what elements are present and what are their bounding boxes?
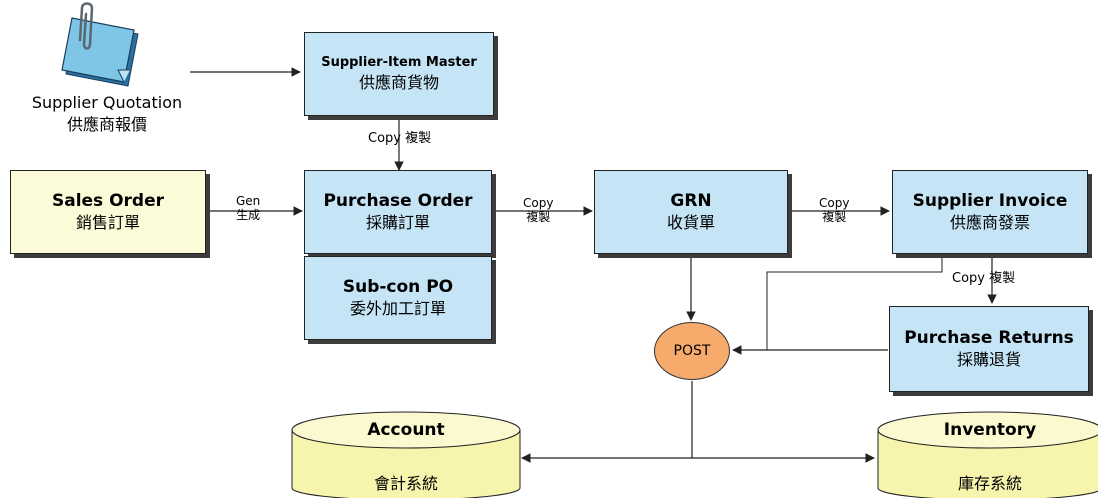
- paperclip-icon: [78, 2, 94, 50]
- purchase-order-en: Purchase Order: [323, 191, 473, 211]
- line-invoice-to-post: [766, 254, 943, 350]
- inventory-database: [877, 411, 1098, 498]
- copy-label-grn: Copy 複製: [819, 196, 850, 224]
- grn-en: GRN: [670, 191, 712, 211]
- sales-order-en: Sales Order: [51, 191, 165, 211]
- quotation-document-icon: [61, 17, 139, 87]
- inventory-zh: 庫存系統: [957, 474, 1022, 493]
- supplier-invoice-zh: 供應商發票: [949, 213, 1030, 232]
- sales-order-box[interactable]: Sales Order 銷售訂單: [10, 170, 206, 254]
- supplier-item-master-zh: 供應商貨物: [358, 73, 439, 92]
- account-title: Account: [367, 420, 445, 440]
- supplier-quotation-zh: 供應商報價: [66, 115, 147, 134]
- purchase-returns-zh: 採購退貨: [956, 350, 1021, 369]
- supplier-item-master-box[interactable]: Supplier-Item Master 供應商貨物: [304, 32, 494, 116]
- post-node[interactable]: POST: [654, 322, 730, 380]
- copy-label-invoice: Copy 複製: [952, 271, 1016, 286]
- grn-zh: 收貨單: [666, 213, 715, 232]
- subcon-po-zh: 委外加工訂單: [349, 299, 446, 318]
- supplier-quotation-en: Supplier Quotation: [31, 93, 183, 112]
- inventory-title: Inventory: [943, 420, 1037, 440]
- gen-label: Gen 生成: [236, 194, 261, 222]
- supplier-quotation-label: Supplier Quotation 供應商報價: [12, 92, 202, 136]
- account-zh: 會計系統: [373, 474, 438, 493]
- copy-label-master: Copy 複製: [368, 131, 432, 146]
- supplier-invoice-en: Supplier Invoice: [912, 191, 1068, 211]
- supplier-item-master-en: Supplier-Item Master: [321, 55, 477, 70]
- purchase-order-box[interactable]: Purchase Order 採購訂單: [304, 170, 492, 254]
- copy-label-po: Copy 複製: [523, 196, 554, 224]
- subcon-po-box[interactable]: Sub-con PO 委外加工訂單: [304, 256, 492, 340]
- supplier-invoice-box[interactable]: Supplier Invoice 供應商發票: [892, 170, 1088, 254]
- post-label: POST: [673, 343, 711, 359]
- sales-order-zh: 銷售訂單: [75, 213, 140, 232]
- grn-box[interactable]: GRN 收貨單: [594, 170, 788, 254]
- purchase-order-zh: 採購訂單: [365, 213, 430, 232]
- subcon-po-en: Sub-con PO: [342, 277, 454, 297]
- purchase-returns-box[interactable]: Purchase Returns 採購退貨: [889, 306, 1089, 392]
- purchase-returns-en: Purchase Returns: [904, 328, 1074, 348]
- account-database: [291, 411, 521, 498]
